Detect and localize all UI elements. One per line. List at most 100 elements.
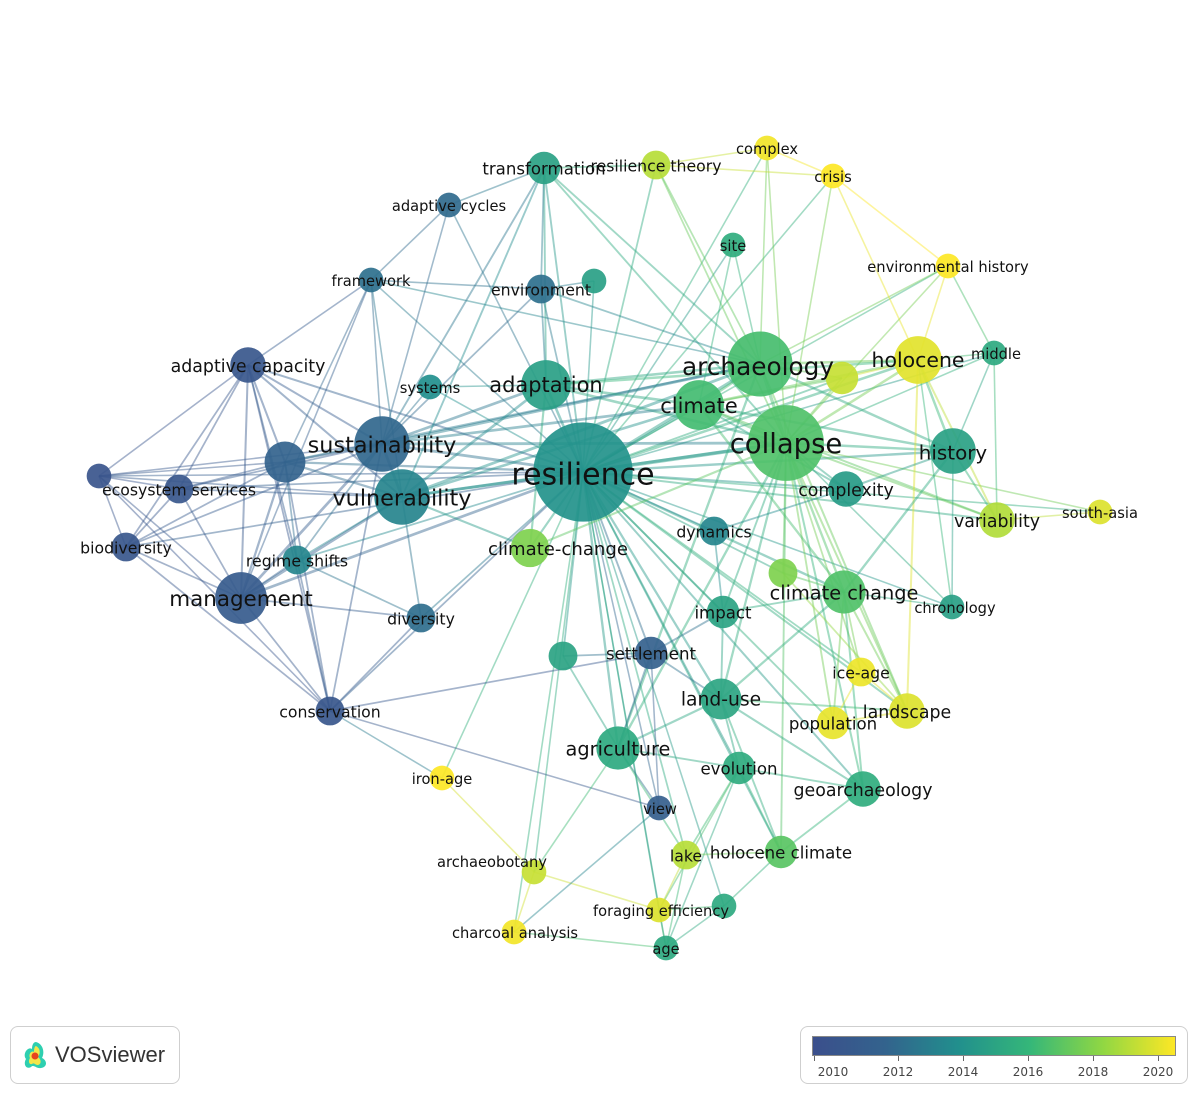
node-landscape[interactable]: [889, 693, 925, 729]
edge-conservation-view: [329, 710, 660, 809]
label-chronology: chronology: [914, 600, 996, 617]
edge-holocene-landscape: [905, 359, 920, 712]
edge-resilience-variability: [582, 470, 998, 522]
node-chronology[interactable]: [939, 594, 965, 620]
node-archaeology[interactable]: [727, 331, 793, 397]
node-sustainability[interactable]: [354, 416, 410, 472]
edge-climate-site: [698, 244, 734, 406]
edge-settlement-view: [650, 652, 660, 809]
edge-climate-change-landscape: [843, 591, 908, 712]
node-dynamics[interactable]: [699, 516, 729, 546]
node-middle[interactable]: [981, 340, 1007, 366]
node-crisis[interactable]: [820, 163, 846, 189]
label-complexity: complexity: [798, 481, 893, 501]
edge-climate-change-population: [832, 591, 845, 724]
edge-collapse-environmental-history: [785, 265, 949, 444]
node-vulnerability[interactable]: [374, 469, 430, 525]
node-adaptive-capacity[interactable]: [230, 347, 266, 383]
edge-resilience-biodiversity: [125, 471, 584, 548]
node-iron-age[interactable]: [429, 765, 455, 791]
node-environmental-history[interactable]: [935, 253, 961, 279]
edge-sustainability-adaptive-cycles: [381, 204, 450, 445]
label-climate-change: climate change: [770, 582, 919, 605]
node-lake[interactable]: [671, 840, 701, 870]
edge-sustainability-biodiversity: [125, 443, 383, 548]
node-ice-age[interactable]: [846, 657, 876, 687]
node-holocene[interactable]: [894, 336, 942, 384]
edge-transformation-adaptive-cycles: [448, 167, 545, 206]
edge-collapse-transformation: [543, 167, 787, 444]
node-complexity[interactable]: [828, 471, 864, 507]
edge-resilience-population: [582, 471, 834, 724]
edge-sustainability-conservation: [329, 443, 383, 712]
edge-resilience-management: [240, 470, 584, 600]
node-resilience-theory[interactable]: [641, 150, 671, 180]
node-resilience[interactable]: [533, 422, 633, 522]
node-unlabeled-u3[interactable]: [581, 268, 607, 294]
node-diversity[interactable]: [406, 603, 436, 633]
edge-collapse-adaptation: [545, 383, 787, 445]
edge-evolution-lake: [685, 767, 740, 856]
edge-climate-climate-change: [698, 404, 845, 593]
node-archaeobotany[interactable]: [521, 859, 547, 885]
node-ecosystem-services[interactable]: [164, 474, 194, 504]
node-systems[interactable]: [417, 374, 443, 400]
node-biodiversity[interactable]: [111, 532, 141, 562]
label-sustainability: sustainability: [308, 433, 457, 459]
node-foraging-efficiency[interactable]: [646, 897, 672, 923]
node-climate-change[interactable]: [510, 528, 550, 568]
node-age[interactable]: [653, 935, 679, 961]
node-unlabeled-u2[interactable]: [86, 463, 112, 489]
edge-u2-conservation: [98, 475, 331, 712]
label-framework: framework: [332, 273, 411, 290]
label-crisis: crisis: [814, 169, 852, 186]
edge-conservation-settlement: [329, 652, 652, 712]
node-agriculture[interactable]: [596, 726, 640, 770]
edge-archaeology-history: [759, 362, 954, 453]
node-settlement[interactable]: [634, 636, 668, 670]
node-charcoal-analysis[interactable]: [501, 919, 527, 945]
edge-sustainability-u2: [98, 443, 383, 477]
node-environment[interactable]: [526, 274, 556, 304]
node-management[interactable]: [215, 572, 267, 624]
node-evolution[interactable]: [722, 751, 756, 785]
label-dynamics: dynamics: [676, 523, 751, 542]
node-unlabeled-u5[interactable]: [548, 641, 578, 671]
label-site: site: [720, 238, 746, 255]
node-complex[interactable]: [754, 135, 780, 161]
node-south-asia[interactable]: [1087, 499, 1113, 525]
edge-vulnerability-adaptive-capacity: [247, 364, 403, 498]
node-adaptive-cycles[interactable]: [436, 192, 462, 218]
node-unlabeled-u7[interactable]: [711, 893, 737, 919]
node-view[interactable]: [646, 795, 672, 821]
node-variability[interactable]: [979, 502, 1015, 538]
node-site[interactable]: [720, 232, 746, 258]
node-geoarchaeology[interactable]: [845, 771, 881, 807]
node-impact[interactable]: [706, 595, 740, 629]
node-population[interactable]: [816, 706, 850, 740]
node-climate[interactable]: [674, 380, 724, 430]
node-history[interactable]: [930, 428, 976, 474]
node-adaptation[interactable]: [521, 360, 571, 410]
label-climate-change: climate-change: [488, 539, 628, 560]
edge-resilience-transformation: [543, 167, 584, 473]
edge-crisis-environmental-history: [832, 175, 949, 267]
node-unlabeled-u4[interactable]: [825, 361, 859, 395]
node-conservation[interactable]: [315, 696, 345, 726]
legend-tick-2018: 2018: [1077, 1065, 1109, 1079]
node-regime-shifts[interactable]: [282, 545, 312, 575]
edge-environment-framework: [370, 279, 542, 290]
edge-resilience-u1: [284, 460, 584, 474]
node-unlabeled-u6[interactable]: [768, 558, 798, 588]
node-land-use[interactable]: [700, 678, 742, 720]
node-unlabeled-u1[interactable]: [264, 441, 306, 483]
edge-archaeology-complex: [759, 147, 768, 365]
node-collapse[interactable]: [748, 405, 824, 481]
node-framework[interactable]: [358, 267, 384, 293]
node-holocene-climate[interactable]: [764, 835, 798, 869]
node-transformation[interactable]: [527, 151, 561, 185]
label-complex: complex: [736, 141, 798, 158]
node-climate-change[interactable]: [822, 570, 866, 614]
edge-resilience-geoarchaeology: [582, 471, 864, 790]
